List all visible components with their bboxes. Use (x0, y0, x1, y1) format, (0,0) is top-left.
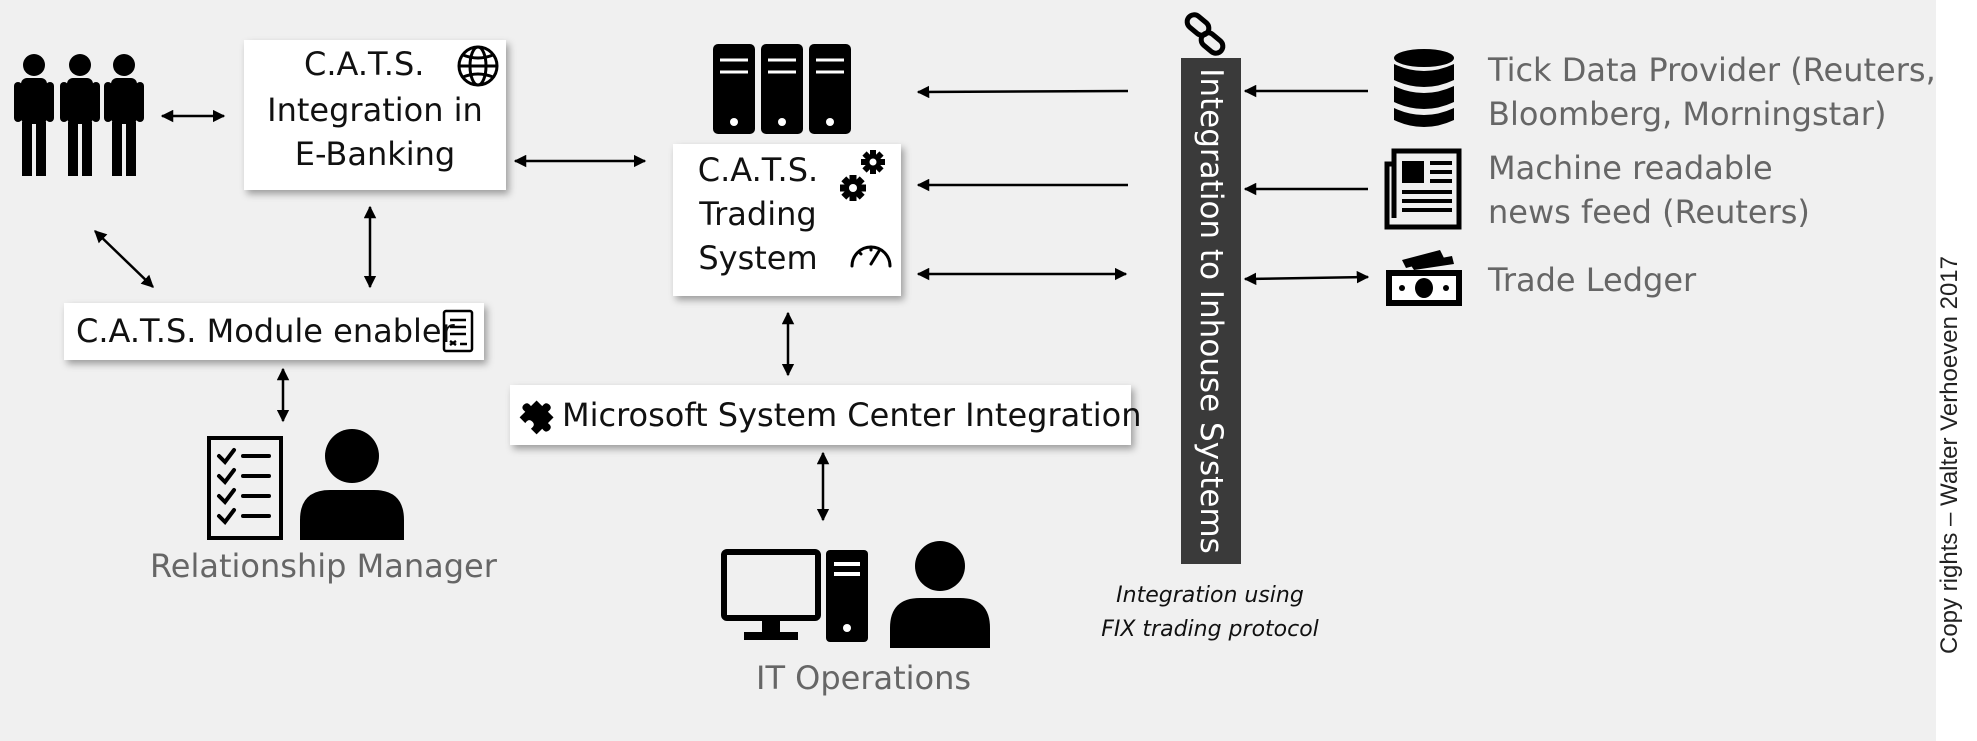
arrow-users-module (94, 230, 154, 288)
money-icon (1386, 250, 1462, 306)
integration-ebanking-line3: E-Banking (294, 135, 456, 173)
arrow-ledger-bar (1243, 270, 1370, 286)
globe-icon (457, 45, 499, 87)
person-icon (890, 541, 990, 648)
mssc-integration-box: Microsoft System Center Integration (510, 385, 1142, 445)
chain-link-icon (1184, 12, 1226, 56)
trading-system-line2: Trading (699, 195, 817, 233)
mssc-integration-label: Microsoft System Center Integration (562, 396, 1142, 434)
integration-ebanking-line2: Integration in (267, 91, 483, 129)
tick-data-line1: Tick Data Provider (Reuters, (1488, 51, 1936, 89)
copyright-text: Copy rights – Walter Verhoeven 2017 (1936, 255, 1963, 655)
relationship-manager-label: Relationship Manager (150, 547, 497, 585)
integration-ebanking-line1: C.A.T.S. (304, 45, 425, 83)
computer-icon (721, 549, 868, 642)
news-feed-line2: news feed (Reuters) (1488, 193, 1810, 231)
integration-ebanking-box: C.A.T.S. Integration in E-Banking (244, 40, 506, 190)
inhouse-systems-label: Integration to Inhouse Systems (1193, 68, 1229, 554)
trade-ledger-label: Trade Ledger (1488, 261, 1697, 299)
database-icon (1394, 49, 1454, 127)
tick-data-line2: Bloomberg, Morningstar) (1488, 95, 1887, 133)
checklist-icon (207, 436, 283, 540)
trading-system-line1: C.A.T.S. (697, 151, 819, 189)
users-group-icon (14, 54, 144, 176)
module-enabler-box: C.A.T.S. Module enabler (64, 303, 484, 360)
fix-note-line2: FIX trading protocol (1101, 617, 1319, 642)
trading-system-box: C.A.T.S. Trading System (673, 144, 901, 296)
it-operations-label: IT Operations (756, 659, 972, 697)
inhouse-systems-bar: Integration to Inhouse Systems (1181, 58, 1241, 564)
speedometer-icon (850, 245, 892, 268)
newspaper-icon (1384, 148, 1462, 230)
news-feed-line1: Machine readable (1488, 149, 1773, 187)
document-icon (442, 309, 474, 353)
person-icon (300, 429, 404, 540)
arrow-bar-trading-1 (916, 85, 1129, 99)
connector-arrows (94, 84, 1370, 522)
fix-note-line1: Integration using (1116, 583, 1304, 608)
trading-system-line3: System (698, 239, 818, 277)
server-rack-icon (713, 44, 851, 134)
module-enabler-label: C.A.T.S. Module enabler (76, 312, 455, 350)
puzzle-icon (519, 400, 554, 435)
gears-icon (840, 150, 885, 201)
